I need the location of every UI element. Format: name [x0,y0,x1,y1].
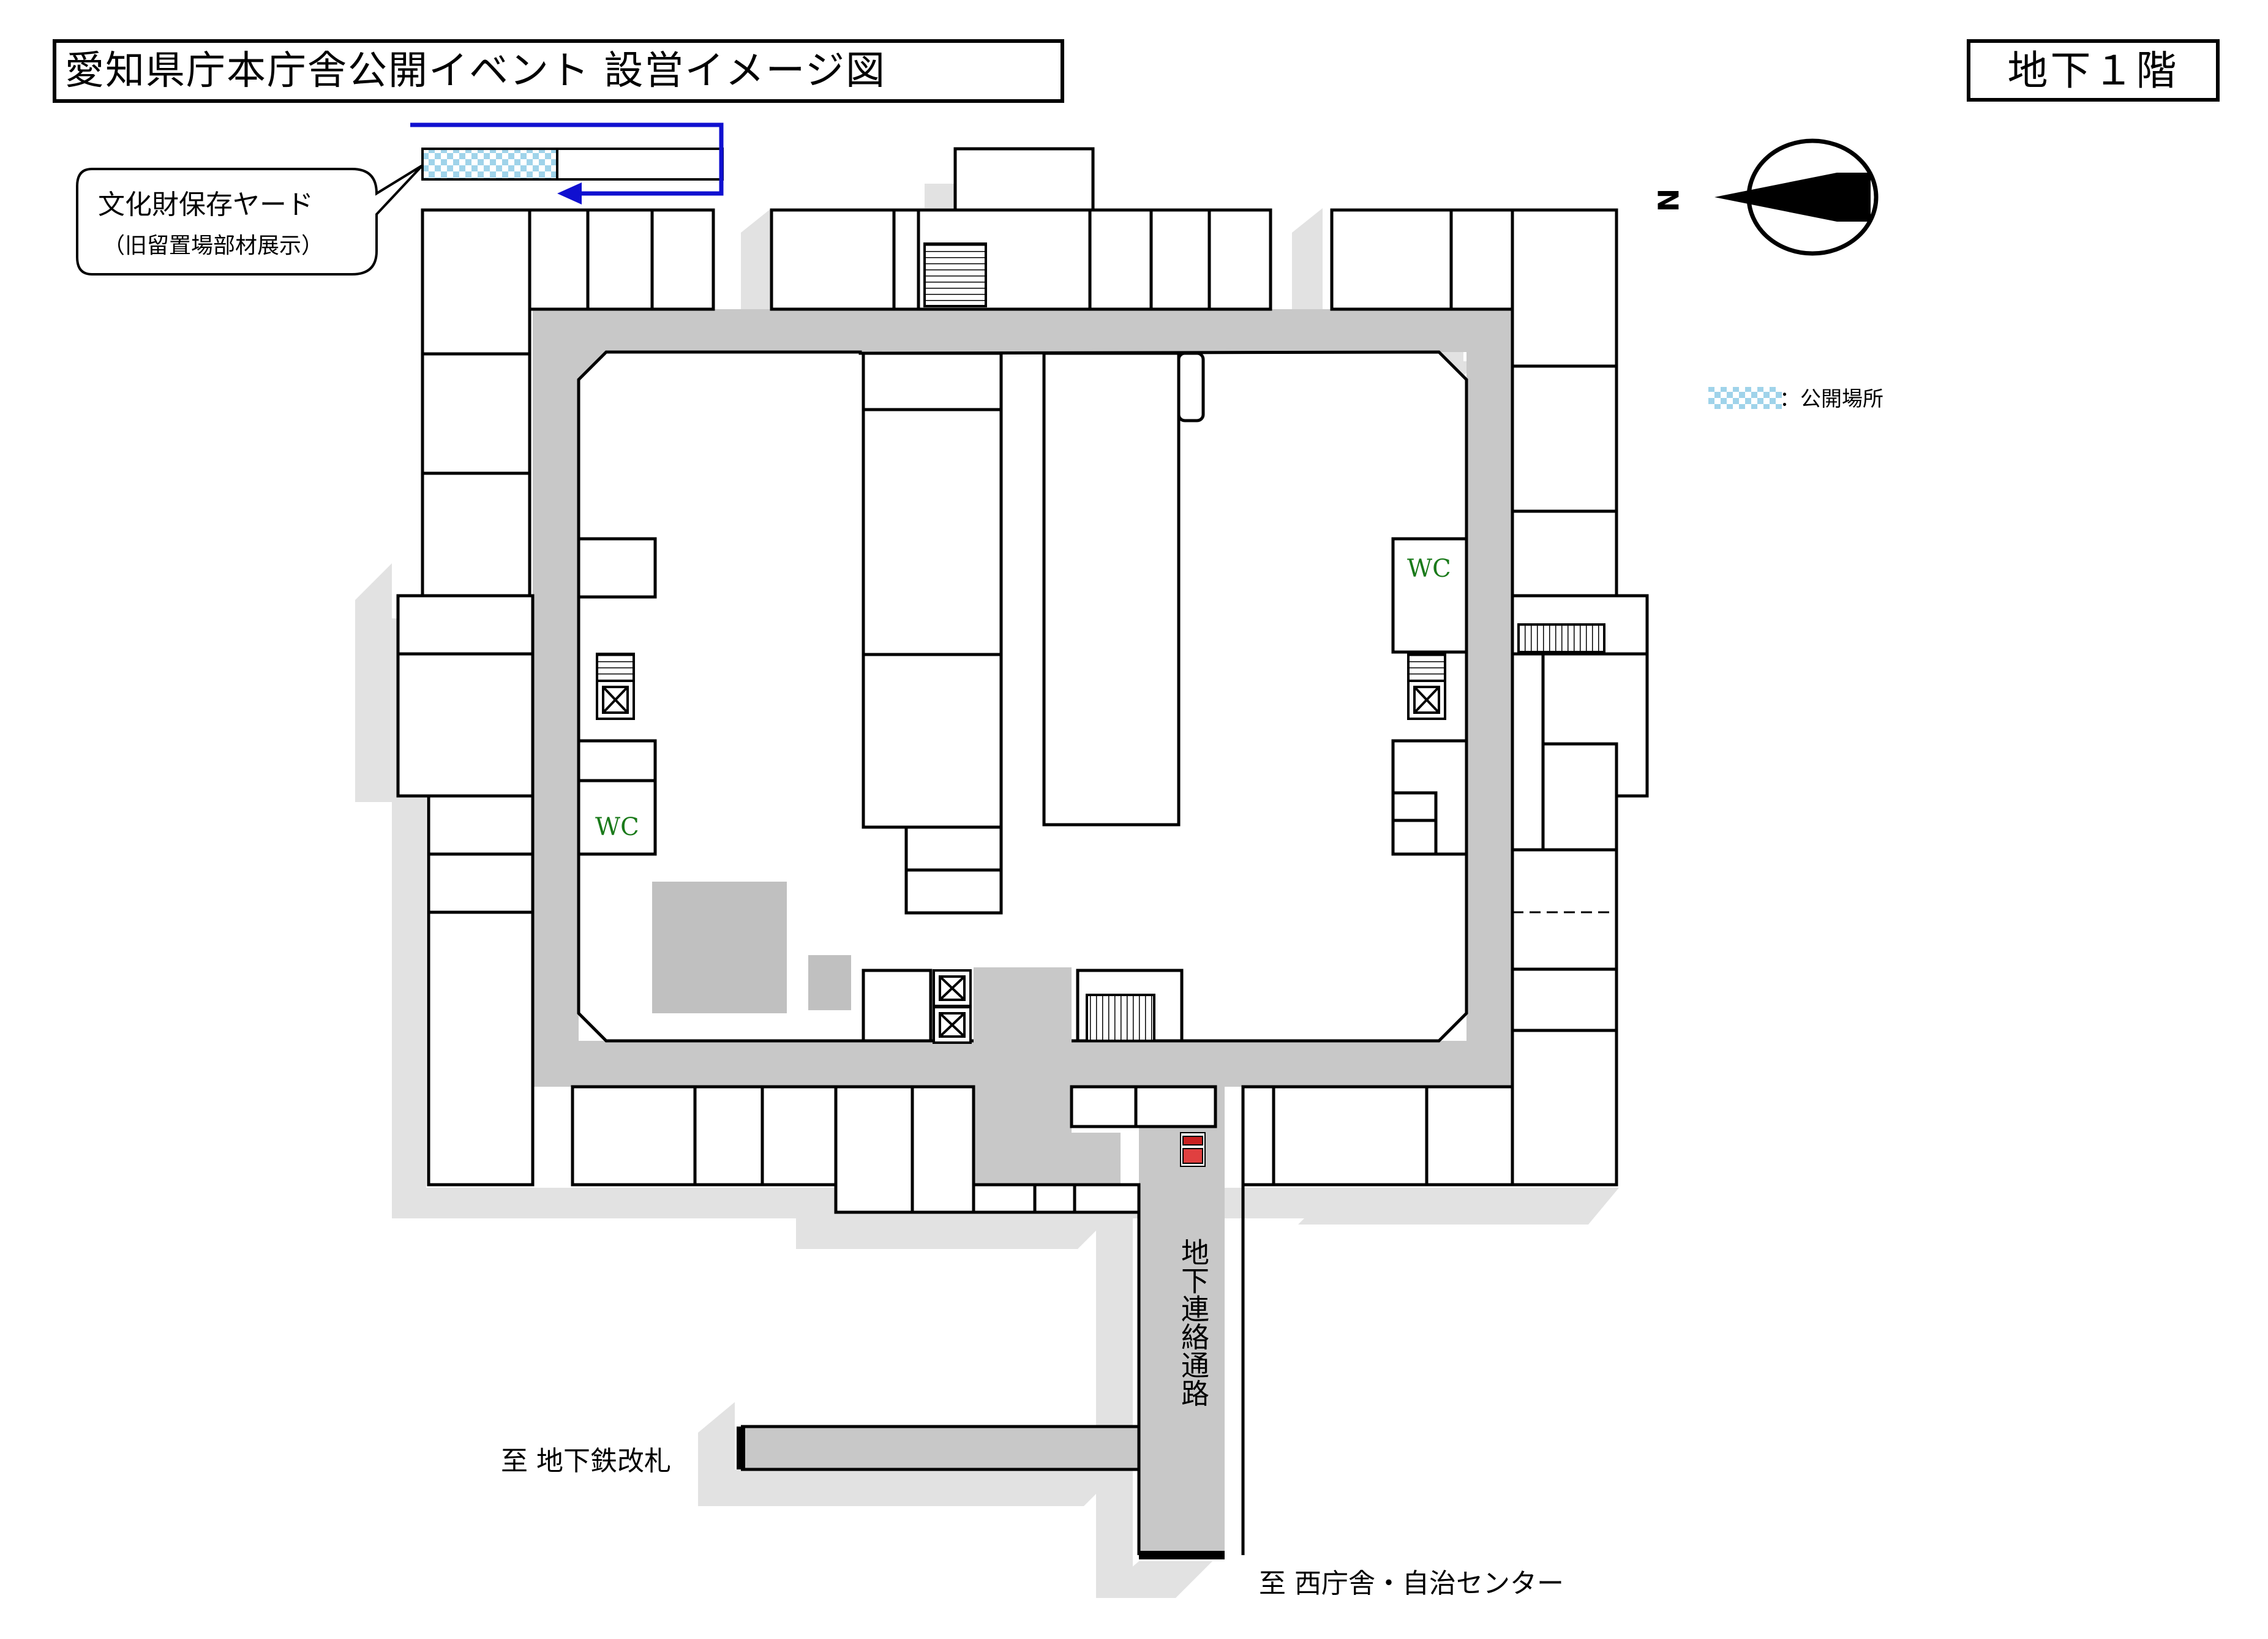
passage-label: 地下連絡通路 [1177,1238,1210,1407]
legend-label: ：公開場所 [1779,387,1883,411]
public-area-storage-yard [421,148,558,181]
compass [1714,138,1879,256]
legend-swatch [1708,387,1782,409]
route-arrow [410,122,724,196]
callout-title: 文化財保存ヤード [98,189,314,220]
to-west-building-label: 至 西庁舎・自治センター [1259,1568,1564,1599]
rooms [396,147,1649,1214]
page-title: 愛知県庁本庁舎公開イベント 設営イメージ図 [65,48,887,94]
elevators [596,680,1446,1044]
north-letter: N [1651,188,1684,212]
grey-blocks [652,882,851,1013]
floor-label: 地下１階 [2007,47,2179,94]
route-arrowhead [557,182,582,204]
passage-walls [737,1087,1245,1559]
vending-machine [1180,1132,1206,1167]
to-subway-label: 至 地下鉄改札 [501,1446,671,1477]
wc-right-label: WC [1407,555,1451,583]
callout-bubble [76,164,424,276]
wc-left-label: WC [595,813,639,841]
floor-frame [1967,39,2220,102]
title-frame [53,39,1064,103]
callout-subtitle: （旧留置場部材展示） [103,233,324,258]
